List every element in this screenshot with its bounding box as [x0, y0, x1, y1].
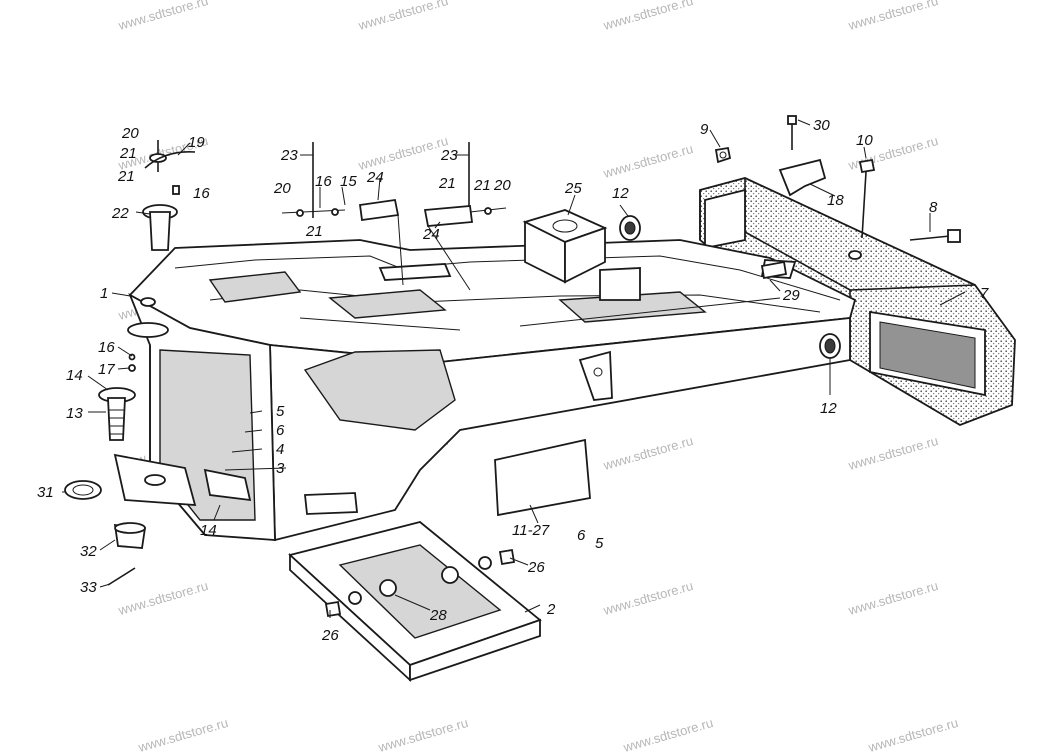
callout-label: 20 [493, 177, 511, 194]
watermark: www.sdtstore.ru [601, 141, 695, 181]
watermark: www.sdtstore.ru [846, 578, 940, 618]
callout-label: 9 [700, 121, 709, 138]
counterweight [699, 177, 1016, 426]
watermark: www.sdtstore.ru [116, 0, 210, 33]
watermark: www.sdtstore.ru [136, 715, 230, 753]
watermark: www.sdtstore.ru [621, 715, 715, 753]
sub-frame [288, 521, 542, 683]
callout-label: 20 [273, 180, 291, 197]
watermark: www.sdtstore.ru [601, 0, 695, 33]
callout-label: 10 [856, 132, 873, 149]
watermark: www.sdtstore.ru [356, 0, 450, 33]
callout-label: 32 [80, 543, 97, 560]
callout-label: 16 [98, 339, 115, 356]
callout-label: 20 [121, 125, 139, 142]
callout-label: 25 [564, 180, 582, 197]
watermark: www.sdtstore.ru [866, 715, 960, 753]
callout-label: 22 [111, 205, 129, 222]
watermark: www.sdtstore.ru [846, 0, 940, 33]
main-frame [127, 239, 857, 542]
callout-label: 23 [280, 147, 298, 164]
callout-label: 7 [980, 285, 989, 302]
callout-label: 17 [98, 361, 115, 378]
callout-label: 23 [440, 147, 458, 164]
callout-label: 4 [276, 441, 284, 458]
callout-label: 2 [546, 601, 556, 618]
callout-label: 31 [37, 484, 54, 501]
callout-label: 13 [66, 405, 83, 422]
callout-label: 21 [305, 223, 323, 240]
watermark: www.sdtstore.ru [601, 433, 695, 473]
callout-label: 5 [276, 403, 285, 420]
callout-label: 16 [315, 173, 332, 190]
callout-label: 30 [813, 117, 830, 134]
callout-label: 16 [193, 185, 210, 202]
leader-lines [62, 119, 966, 618]
callout-label: 24 [422, 226, 440, 243]
cover-plate [494, 438, 591, 517]
upper-right-parts [714, 115, 961, 280]
watermark: www.sdtstore.ru [376, 715, 470, 753]
callout-label: 1 [100, 285, 108, 302]
callout-label: 18 [827, 192, 844, 209]
callout-labels: 1 2 3 4 5 5 6 6 7 8 9 10 11-27 12 12 13 … [37, 117, 989, 644]
callout-label: 6 [276, 422, 285, 439]
linkage-rods [281, 142, 507, 291]
watermark: www.sdtstore.ru [356, 133, 450, 173]
callout-label: 14 [66, 367, 83, 384]
pivot-pin-left [98, 353, 136, 441]
callout-label: 24 [366, 169, 384, 186]
callout-label: 15 [340, 173, 357, 190]
callout-label: 28 [429, 607, 447, 624]
callout-label: 29 [782, 287, 800, 304]
callout-label: 33 [80, 579, 97, 596]
watermark: www.sdtstore.ru [601, 578, 695, 618]
watermark: www.sdtstore.ru [116, 578, 210, 618]
callout-label: 12 [820, 400, 837, 417]
callout-label: 26 [321, 627, 339, 644]
callout-label: 21 [117, 168, 135, 185]
callout-label: 6 [577, 527, 586, 544]
bracket-25 [522, 209, 608, 284]
callout-label: 12 [612, 185, 629, 202]
callout-label: 21 [473, 177, 491, 194]
callout-label: 3 [276, 460, 285, 477]
callout-label: 19 [188, 134, 205, 151]
bushing-12-top [619, 215, 641, 241]
callout-label: 8 [929, 199, 938, 216]
callout-label: 11-27 [512, 522, 550, 539]
callout-label: 14 [200, 522, 217, 539]
lower-left-parts [64, 453, 252, 586]
watermark: www.sdtstore.ru [846, 433, 940, 473]
callout-label: 21 [438, 175, 456, 192]
callout-label: 21 [119, 145, 137, 162]
callout-label: 26 [527, 559, 545, 576]
callout-label: 5 [595, 535, 604, 552]
king-pin-assembly [142, 140, 196, 251]
